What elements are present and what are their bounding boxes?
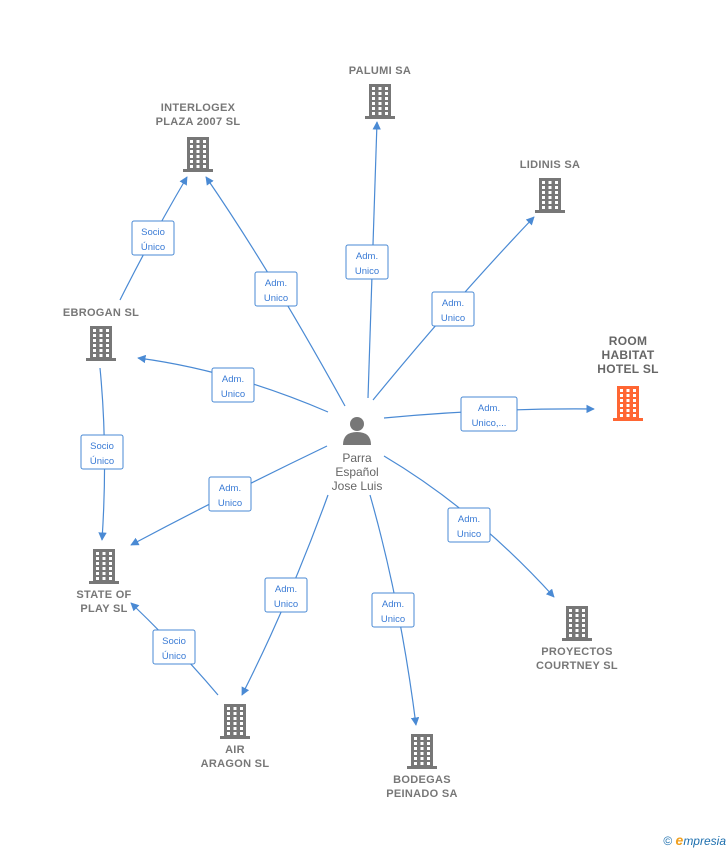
edge-label-center-lidinis[interactable]: Adm. Unico [431, 291, 475, 327]
edge-label-text: Único [141, 242, 165, 253]
edge-label-text: Adm. [275, 584, 297, 595]
node-label-line: PALUMI SA [349, 65, 411, 77]
edge-label-box [264, 577, 308, 613]
edge-label-center-bodegas[interactable]: Adm. Unico [371, 592, 415, 628]
node-label-line: PEINADO SA [386, 788, 457, 800]
node-label-line: EBROGAN SL [63, 307, 139, 319]
copyright-symbol: © [663, 834, 673, 848]
edge-label-box [80, 434, 124, 470]
edge-label-text: Adm. [478, 403, 500, 414]
node-company-ebrogan[interactable]: EBROGAN SL [63, 307, 139, 361]
edge-label-center-proyectos[interactable]: Adm. Unico [447, 507, 491, 543]
edge-label-box [211, 367, 255, 403]
edge-label-text: Adm. [356, 251, 378, 262]
person-icon [343, 417, 371, 445]
edge-label-text: Adm. [265, 278, 287, 289]
edge-label-box [460, 396, 518, 432]
edge-label-center-palumi[interactable]: Adm. Unico [345, 244, 389, 280]
edge-label-text: Adm. [442, 298, 464, 309]
edge-label-center-stateofplay[interactable]: Adm. Unico [208, 476, 252, 512]
edge-label-center-interlogex[interactable]: Adm. Unico [254, 271, 298, 307]
node-label-line: Español [335, 465, 378, 479]
node-label-line: COURTNEY SL [536, 660, 618, 672]
edge-label-center-air[interactable]: Adm. Unico [264, 577, 308, 613]
node-label-line: ROOM [609, 334, 648, 348]
brand-name[interactable]: empresia [675, 832, 726, 848]
node-company-bodegas[interactable]: BODEGAS PEINADO SA [386, 734, 457, 800]
node-company-interlogex[interactable]: INTERLOGEX PLAZA 2007 SL [156, 102, 241, 172]
node-label-line: LIDINIS SA [520, 159, 580, 171]
edge-label-text: Socio [90, 441, 114, 452]
node-label-line: PROYECTOS [541, 646, 613, 658]
edge-label-text: Unico [264, 293, 288, 304]
node-label-line: Parra [342, 451, 372, 465]
building-icon [535, 178, 565, 213]
edge-label-text: Adm. [382, 599, 404, 610]
edge-label-box [447, 507, 491, 543]
node-label-line: INTERLOGEX [161, 102, 236, 114]
edge-label-box [152, 629, 196, 665]
edge-label-text: Socio [141, 227, 165, 238]
node-label-line: HABITAT [602, 348, 655, 362]
node-label-line: PLAZA 2007 SL [156, 116, 241, 128]
building-icon [183, 137, 213, 172]
edge-label-box [431, 291, 475, 327]
edge-label-text: Unico [221, 389, 245, 400]
edge-label-text: Unico [457, 529, 481, 540]
building-icon [407, 734, 437, 769]
node-company-lidinis[interactable]: LIDINIS SA [520, 159, 580, 213]
edge-label-text: Unico [355, 266, 379, 277]
node-company-air[interactable]: AIR ARAGON SL [201, 704, 270, 770]
node-company-stateofplay[interactable]: STATE OF PLAY SL [76, 549, 131, 615]
edge-label-text: Socio [162, 636, 186, 647]
edge-label-box [131, 220, 175, 256]
edge-label-center-room[interactable]: Adm. Unico,... [460, 396, 518, 432]
building-icon [220, 704, 250, 739]
building-icon [86, 326, 116, 361]
edge-label-text: Unico [381, 614, 405, 625]
edge-label-text: Unico [218, 498, 242, 509]
building-icon [89, 549, 119, 584]
node-label-line: HOTEL SL [597, 362, 659, 376]
edge-label-center-ebrogan[interactable]: Adm. Unico [211, 367, 255, 403]
edge-label-text: Unico [441, 313, 465, 324]
edge-label-box [371, 592, 415, 628]
footer-brand: © empresia [663, 832, 726, 848]
edge-label-text: Adm. [458, 514, 480, 525]
edge-label-box [208, 476, 252, 512]
node-label-line: ARAGON SL [201, 758, 270, 770]
node-label-line: Jose Luis [332, 479, 383, 493]
edge-label-box [254, 271, 298, 307]
edge-label-text: Único [90, 456, 114, 467]
edge-label-text: Unico [274, 599, 298, 610]
edge-label-box [345, 244, 389, 280]
node-label-line: BODEGAS [393, 774, 451, 786]
building-icon [562, 606, 592, 641]
edge-label-text: Adm. [222, 374, 244, 385]
node-label-line: PLAY SL [80, 603, 127, 615]
building-icon [613, 386, 643, 421]
building-icon [365, 84, 395, 119]
edge-label-text: Único [162, 651, 186, 662]
node-label-line: STATE OF [76, 589, 131, 601]
node-label-line: AIR [225, 744, 245, 756]
node-company-proyectos[interactable]: PROYECTOS COURTNEY SL [536, 606, 618, 672]
edge-label-text: Unico,... [472, 418, 507, 429]
node-company-palumi[interactable]: PALUMI SA [349, 65, 411, 119]
edge-label-text: Adm. [219, 483, 241, 494]
